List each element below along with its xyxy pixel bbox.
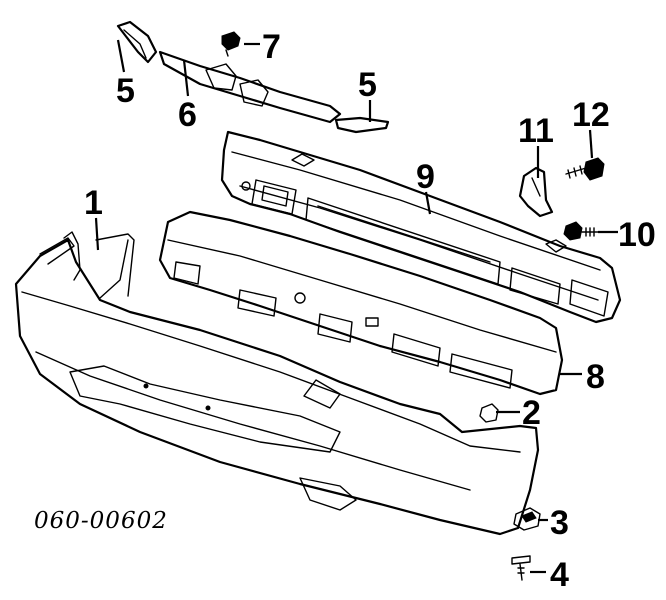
callout-11: 11 (518, 112, 554, 150)
bumper-cover (14, 237, 540, 536)
callout-5-right: 5 (358, 66, 377, 104)
bolt-12 (565, 157, 605, 181)
callout-10: 10 (618, 216, 656, 254)
upper-strip-assembly (116, 20, 390, 134)
callout-3: 3 (550, 504, 569, 542)
screw (511, 555, 531, 581)
mounting-bracket (63, 231, 135, 297)
diagram-code: 060-00602 (34, 508, 168, 534)
side-bracket (518, 166, 554, 218)
callout-5-left: 5 (116, 72, 135, 110)
callout-6: 6 (178, 96, 197, 134)
callout-2: 2 (522, 394, 541, 432)
retainer-clip (479, 403, 499, 423)
callout-12: 12 (572, 96, 610, 134)
leader-lines (94, 39, 618, 574)
callout-1: 1 (84, 184, 103, 222)
callout-7: 7 (262, 28, 281, 66)
callout-9: 9 (416, 158, 435, 196)
callout-8: 8 (586, 358, 605, 396)
energy-absorber (158, 210, 564, 396)
reinforcement-bar (220, 130, 622, 324)
bolt-10 (563, 221, 601, 241)
callout-4: 4 (550, 556, 569, 594)
nut (513, 507, 541, 531)
push-clip (221, 31, 241, 57)
